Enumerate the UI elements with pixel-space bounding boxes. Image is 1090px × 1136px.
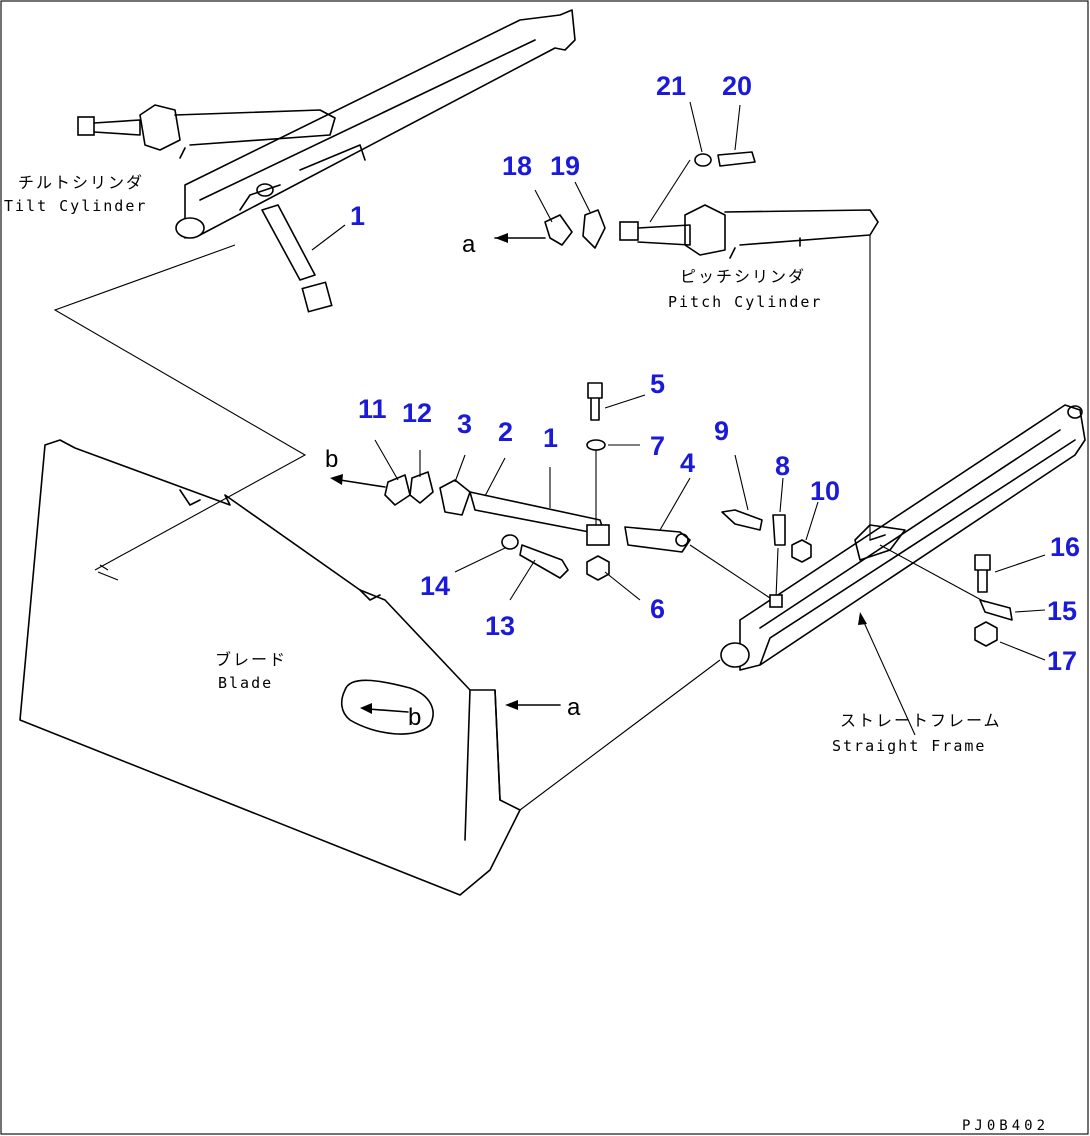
left-frame-arm	[175, 9, 576, 239]
part-15-pin	[979, 599, 1013, 621]
leader-blade-left	[53, 244, 307, 571]
blade-label-jp: ブレード	[215, 650, 287, 669]
pitch-cylinder-label-en: Pitch Cylinder	[668, 293, 822, 311]
straight-frame	[720, 404, 1086, 671]
leader-19	[574, 181, 591, 213]
part-9-bolt	[721, 509, 763, 531]
tilt-cylinder	[77, 104, 336, 159]
callout-8: 8	[775, 451, 790, 481]
part-20-bolt	[717, 151, 756, 167]
callout-1-top: 1	[350, 201, 365, 231]
ref-a-blade: a	[567, 694, 581, 721]
ref-a-top: a	[462, 231, 476, 258]
tilt-cylinder-label-en: Tilt Cylinder	[4, 197, 147, 215]
part-12-shim	[409, 471, 434, 504]
arrow-b-blade	[367, 708, 409, 713]
blade	[19, 439, 721, 896]
part-6-nut	[586, 555, 610, 581]
part-1-rod-top	[261, 204, 346, 313]
part-19-plate	[582, 209, 606, 249]
leader-18	[534, 189, 553, 223]
callout-numbers: 1 1 2 3 4 5 6 7 8 9 10 11 12 13 14 15 16…	[350, 71, 1080, 676]
callout-20: 20	[722, 71, 752, 101]
callout-1-mid: 1	[543, 423, 558, 453]
part-1-rod-mid	[469, 491, 606, 536]
part-1-rod-end	[586, 524, 610, 546]
part-11-shim	[384, 474, 411, 506]
callout-12: 12	[402, 398, 432, 428]
part-10-nut	[791, 539, 812, 563]
drawing-code: PJ0B402	[962, 1118, 1049, 1134]
callout-15: 15	[1047, 596, 1077, 626]
tilt-cylinder-label-jp: チルトシリンダ	[18, 173, 144, 192]
part-21-washer	[694, 153, 712, 167]
callout-6: 6	[650, 594, 665, 624]
blade-label-en: Blade	[218, 674, 273, 692]
part-4-rod-end	[624, 526, 691, 553]
part-18-plate	[544, 214, 573, 246]
callout-10: 10	[810, 476, 840, 506]
callout-21: 21	[656, 71, 686, 101]
straight-frame-label-jp: ストレートフレーム	[840, 711, 1002, 730]
callout-14: 14	[420, 571, 450, 601]
pitch-cylinder	[619, 159, 879, 540]
callout-17: 17	[1047, 646, 1077, 676]
callout-16: 16	[1050, 532, 1080, 562]
callout-19: 19	[550, 151, 580, 181]
straight-frame-label-en: Straight Frame	[832, 737, 986, 755]
part-17-nut	[974, 621, 998, 647]
ref-b-mid: b	[325, 446, 338, 473]
callout-5: 5	[650, 369, 665, 399]
part-5-bolt	[587, 382, 603, 421]
part-3-cap	[439, 479, 471, 516]
callout-18: 18	[502, 151, 532, 181]
callout-7: 7	[650, 431, 665, 461]
leader-20	[734, 104, 741, 151]
callout-4: 4	[680, 448, 695, 478]
callout-3: 3	[457, 409, 472, 439]
leader-21	[689, 101, 703, 153]
arrow-b-mid	[339, 479, 386, 488]
part-8-pin	[772, 514, 786, 546]
callout-13: 13	[485, 611, 515, 641]
pitch-cylinder-label-jp: ピッチシリンダ	[680, 267, 806, 286]
part-16-bolt	[974, 554, 991, 593]
callout-11: 11	[358, 394, 387, 424]
leader-straight-frame	[861, 617, 916, 736]
ref-b-blade: b	[408, 704, 421, 731]
callout-2: 2	[498, 417, 513, 447]
part-7-washer	[586, 439, 606, 451]
part-14-washer	[501, 534, 519, 550]
part-13-bolt	[519, 544, 569, 579]
callout-9: 9	[714, 416, 729, 446]
